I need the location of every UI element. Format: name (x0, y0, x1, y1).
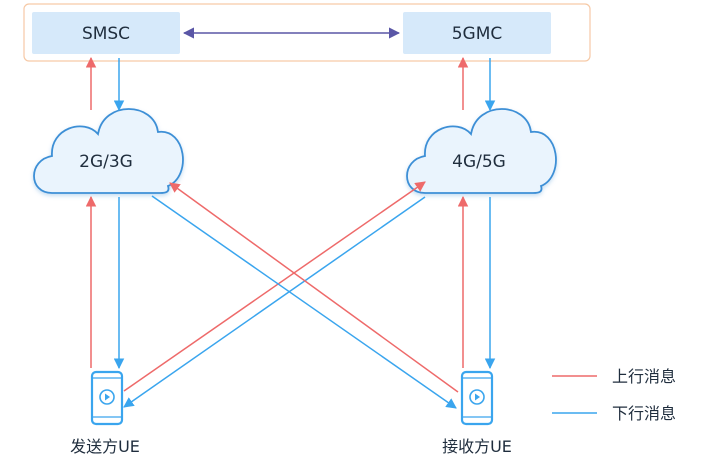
cloud-4g5g-shape (407, 109, 556, 193)
cloud-4g5g-outline (406, 108, 557, 194)
legend-uplink-label: 上行消息 (612, 367, 676, 386)
downlink-4g5g-to-sender (123, 196, 426, 408)
core-network-frame (23, 3, 591, 62)
5gmc-label: 5GMC (452, 24, 503, 44)
5gmc-box (403, 12, 551, 54)
cloud-4g5g-label: 4G/5G (452, 152, 506, 172)
legend-downlink-label: 下行消息 (612, 404, 676, 423)
receiver-ue-label: 接收方UE (442, 437, 512, 456)
receiver-phone-icon (460, 370, 494, 426)
cloud-2g3g (33, 108, 184, 194)
smsc-box (32, 12, 180, 54)
5gmc-node: 5GMC (403, 12, 551, 54)
cloud-2g3g-outline (33, 108, 184, 194)
smsc-label: SMSC (82, 24, 130, 44)
uplink-receiver-to-2g3g (169, 182, 459, 393)
downlink-2g3g-to-receiver (151, 195, 457, 409)
legend: 上行消息 下行消息 (552, 367, 676, 423)
cloud-2g3g-label: 2G/3G (79, 152, 133, 172)
uplink-sender-to-4g5g (123, 181, 426, 392)
cloud-2g3g-shape (34, 109, 183, 193)
cloud-4g5g (406, 108, 557, 194)
smsc-node: SMSC (32, 12, 180, 54)
sender-ue-label: 发送方UE (70, 437, 140, 456)
sender-phone-icon (90, 370, 124, 426)
